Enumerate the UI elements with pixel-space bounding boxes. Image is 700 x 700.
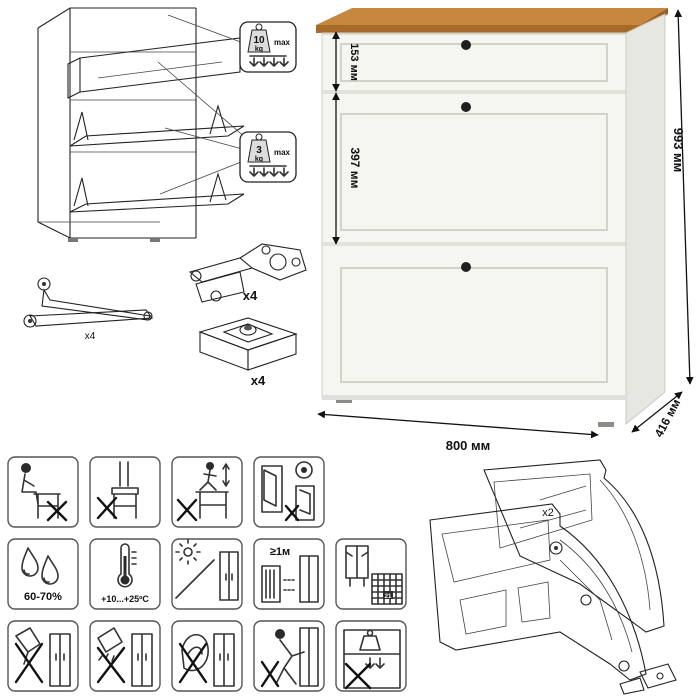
flap-height-label: 397 мм — [348, 147, 362, 188]
flap-load-unit: kg — [255, 156, 263, 163]
flap-stay-hardware: x4 — [23, 277, 154, 342]
icon-assembly-by-specialist: 21 — [335, 538, 407, 610]
drawer-load-max: max — [274, 38, 291, 47]
flap-load-max: max — [274, 148, 291, 157]
drawer-load-value: 10 — [253, 35, 265, 46]
icon-temperature: +10...+25ºC — [89, 538, 161, 610]
drawer-load-unit: kg — [255, 46, 263, 53]
humidity-value: 60-70% — [24, 591, 62, 603]
adjustable-foot-hardware: x4 — [198, 317, 298, 388]
mechanism-quantity: x2 — [542, 507, 554, 519]
icon-no-climbing — [171, 456, 243, 528]
icon-no-hanging-on-door — [253, 456, 325, 528]
lower-flap — [321, 244, 627, 397]
open-cabinet-schematic — [37, 7, 247, 242]
top-drawer — [321, 33, 627, 92]
drawer-load-tag: 10 kg max — [239, 21, 297, 73]
flap-knob-lower — [461, 262, 471, 272]
icon-no-chemical-cleaners — [89, 620, 161, 692]
flap-load-value: 3 — [256, 145, 262, 156]
hinge-hardware: x4 — [188, 243, 307, 303]
stay-quantity: x4 — [85, 331, 96, 342]
total-height-label: 993 мм — [671, 128, 686, 173]
foot-quantity: x4 — [251, 373, 266, 388]
flap-knob-upper — [461, 102, 471, 112]
icon-no-standing — [89, 456, 161, 528]
worktop — [316, 8, 668, 25]
cabinet-render — [316, 8, 668, 427]
calendar-day: 21 — [385, 594, 392, 600]
icon-no-moving-loaded — [253, 620, 325, 692]
icon-no-wet-cloth — [171, 620, 243, 692]
dimension-lines — [317, 9, 694, 439]
flap-mechanism-drawing: x2 — [429, 459, 677, 695]
icon-no-direct-sunlight — [171, 538, 243, 610]
distance-value: ≥1м — [270, 546, 290, 558]
icon-humidity: 60-70% — [7, 538, 79, 610]
upper-flap — [321, 92, 627, 244]
icon-no-abrasive-cleaning — [7, 620, 79, 692]
depth-label: 416 мм — [652, 397, 684, 440]
width-label: 800 мм — [446, 438, 491, 453]
icon-no-sitting — [7, 456, 79, 528]
drawer-knob — [461, 40, 471, 50]
icon-max-load-per-shelf — [335, 620, 407, 692]
flap-load-tag: 3 kg max — [239, 131, 297, 183]
icon-distance-from-heater: ≥1м — [253, 538, 325, 610]
temperature-value: +10...+25ºC — [101, 594, 149, 604]
hinge-quantity: x4 — [243, 288, 258, 303]
top-drawer-height-label: 153 мм — [348, 43, 360, 81]
cabinet-side — [625, 13, 666, 426]
